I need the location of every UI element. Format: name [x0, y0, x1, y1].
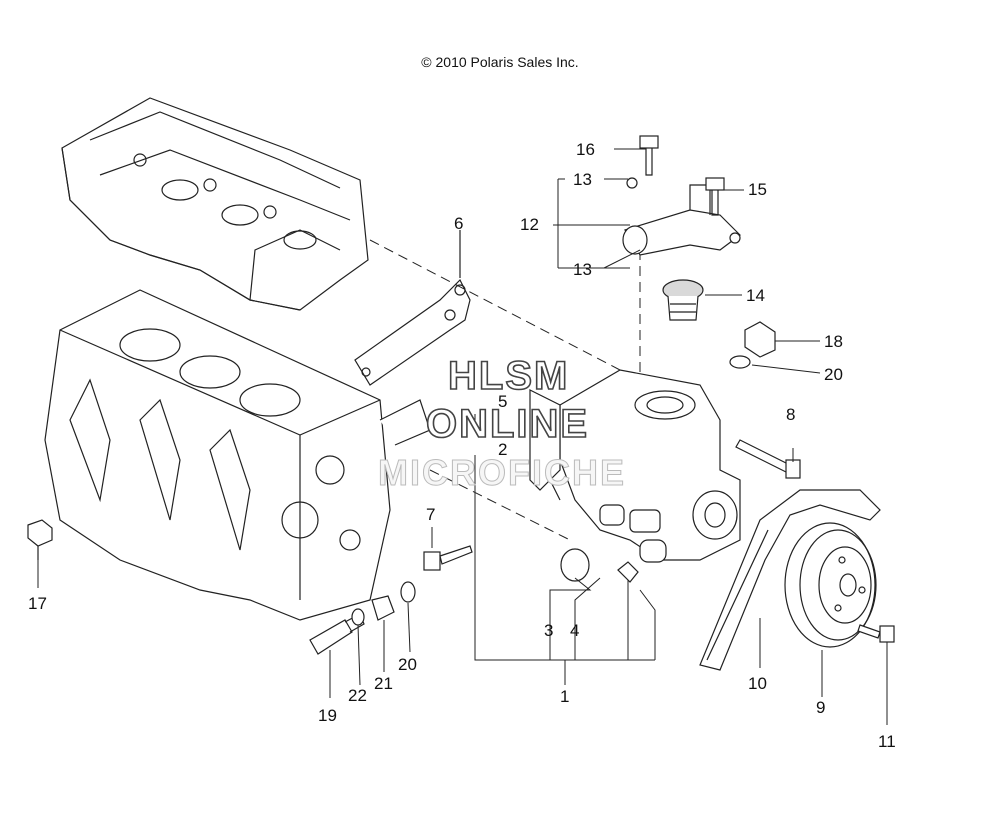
callout-16: 16: [576, 140, 595, 159]
cylinder-head: [61, 97, 369, 311]
engine-block: [44, 289, 431, 621]
callout-11: 11: [878, 732, 896, 751]
callout-18: 18: [824, 332, 843, 351]
callout-20: 20: [398, 655, 417, 674]
callout-3: 3: [544, 621, 554, 640]
washer: [351, 608, 365, 626]
adapter: [371, 595, 395, 621]
watermark-line2: ONLINE: [425, 402, 590, 446]
callout-1: 1: [560, 687, 570, 706]
bolt: [857, 624, 895, 643]
water-pump: [529, 369, 741, 563]
callout-21: 21: [374, 674, 393, 693]
bolt: [705, 177, 725, 216]
seal: [617, 561, 639, 583]
callout-20: 20: [824, 365, 843, 384]
callout-7: 7: [426, 505, 436, 524]
callout-13: 13: [573, 170, 592, 189]
copyright-notice: © 2010 Polaris Sales Inc.: [421, 54, 579, 70]
washer: [400, 581, 416, 603]
bolt: [639, 135, 659, 176]
drive-belt: [699, 489, 881, 671]
callout-10: 10: [748, 674, 767, 693]
callout-4: 4: [570, 621, 580, 640]
pulley: [784, 522, 877, 648]
callout-14: 14: [746, 286, 765, 305]
callout-8: 8: [786, 405, 796, 424]
callout-12: 12: [520, 215, 539, 234]
callout-5: 5: [498, 392, 508, 411]
bolt: [735, 439, 801, 479]
bolt: [423, 545, 473, 571]
callout-2: 2: [498, 440, 508, 459]
plug: [744, 321, 776, 358]
watermark-line3: MICROFICHE: [378, 452, 626, 493]
callout-6: 6: [454, 214, 464, 233]
callout-15: 15: [748, 180, 767, 199]
callout-19: 19: [318, 706, 337, 725]
o-ring: [560, 548, 590, 582]
thermostat: [662, 279, 704, 321]
callout-22: 22: [348, 686, 367, 705]
gasket: [354, 230, 471, 386]
callout-17: 17: [28, 594, 47, 613]
callout-9: 9: [816, 698, 826, 717]
washer: [729, 355, 751, 369]
callout-13: 13: [573, 260, 592, 279]
watermark-line1: HLSM: [447, 354, 570, 398]
drain-plug: [27, 519, 53, 560]
thermostat-housing: [622, 177, 741, 256]
